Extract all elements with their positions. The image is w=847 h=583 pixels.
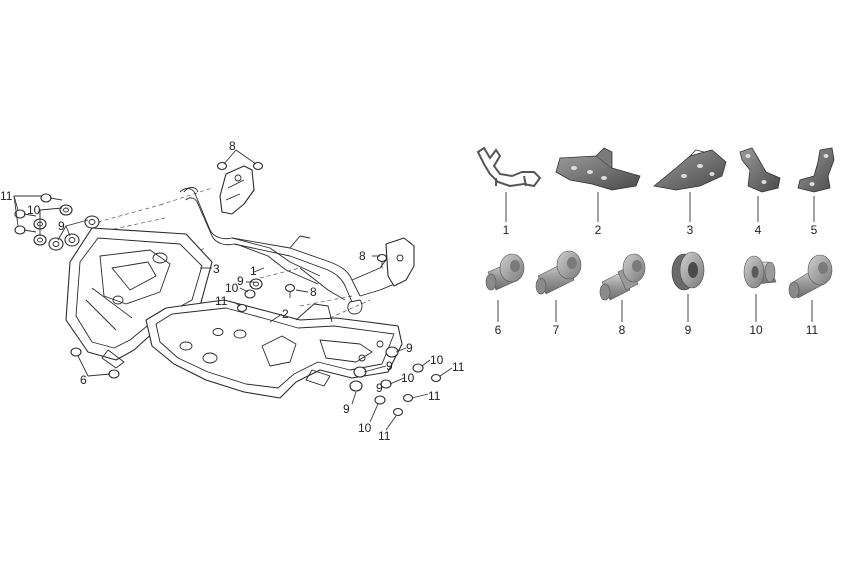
- bolt-11-r2: [402, 393, 414, 403]
- legend-label-6: 6: [495, 323, 502, 337]
- skid-plate-side-icon: [653, 149, 727, 191]
- callout-10-mid: 10: [225, 281, 239, 295]
- grommet-9-mid: [249, 278, 263, 290]
- legend-label-9: 9: [685, 323, 692, 337]
- legend-label-2: 2: [595, 223, 602, 237]
- callout-leaders: [13, 149, 453, 431]
- callout-3: 3: [213, 262, 220, 276]
- callout-11-mid: 11: [215, 294, 228, 308]
- bolt-6: [70, 347, 120, 379]
- grommet-9-left-b: [64, 233, 80, 247]
- callout-10-left: 10: [27, 203, 41, 217]
- washer-10-r3: [374, 395, 386, 405]
- mount-bracket-right-icon: [797, 147, 835, 193]
- button-head-bolt-icon: [788, 254, 833, 299]
- callout-2: 2: [282, 307, 289, 321]
- legend-label-7: 7: [553, 323, 560, 337]
- skid-plate-side: [65, 227, 213, 369]
- callout-9-left: 9: [58, 219, 65, 233]
- grommet-9-r1: [385, 346, 399, 358]
- callout-8-top: 8: [229, 139, 236, 153]
- callout-11-r2: 11: [428, 389, 441, 403]
- legend-leaders: [497, 192, 815, 322]
- callout-11-r1: 11: [452, 360, 465, 374]
- callout-10-r1: 10: [430, 353, 444, 367]
- legend-labels: 1 2 3 4 5 6 7 8 9 10 11: [495, 223, 819, 337]
- mount-bracket-left-icon: [739, 147, 781, 193]
- parts-legend: 1 2 3 4 5 6 7 8 9 10 11: [476, 146, 835, 337]
- bolt-11-r3: [392, 407, 404, 417]
- bolt-8-mid: [284, 283, 296, 298]
- callout-9-r2: 9: [386, 359, 393, 373]
- callout-9-r4: 9: [343, 402, 350, 416]
- bolt-11-left-b: [14, 209, 37, 219]
- frame-bracket-icon: [476, 146, 542, 188]
- callout-1: 1: [250, 264, 257, 278]
- grommet-9-left-a: [48, 237, 64, 251]
- callout-10-r2: 10: [401, 371, 415, 385]
- grommet-9-left-c: [84, 215, 100, 229]
- hardware-right: [349, 346, 442, 417]
- grommet-9-r3: [349, 380, 363, 392]
- washer-10-left-b: [33, 234, 47, 246]
- bolt-11-r1: [430, 373, 442, 383]
- flange-bolt-icon-6: [485, 253, 525, 291]
- legend-label-8: 8: [619, 323, 626, 337]
- callout-8-mid: 8: [310, 285, 317, 299]
- legend-label-5: 5: [811, 223, 818, 237]
- washer-10-r1: [412, 363, 424, 373]
- legend-label-10: 10: [749, 323, 763, 337]
- flange-bolt-icon-7: [535, 250, 582, 295]
- skid-plate-center: [145, 299, 403, 399]
- legend-label-11: 11: [806, 323, 819, 337]
- legend-label-3: 3: [687, 223, 694, 237]
- rubber-grommet-icon: [671, 251, 705, 291]
- legend-label-1: 1: [503, 223, 510, 237]
- shoulder-bolt-icon: [599, 253, 646, 301]
- skid-plate-center-icon: [555, 147, 641, 191]
- callout-10-r3: 10: [358, 421, 372, 435]
- callout-labels: 8 11 10 9 3 1 9 10 8 11 2 8 6 9 9 10 11 …: [0, 139, 465, 443]
- grommet-9-r2: [353, 366, 367, 378]
- callout-11-r3: 11: [378, 429, 391, 443]
- washer-10-left-c: [59, 204, 73, 216]
- callout-9-mid: 9: [237, 274, 244, 288]
- spacer-collar-icon: [743, 255, 777, 289]
- bolt-11-left-a: [40, 193, 63, 203]
- callout-6: 6: [80, 373, 87, 387]
- frame-bracket-assembly: [179, 165, 415, 315]
- legend-label-4: 4: [755, 223, 762, 237]
- callout-9-r3: 9: [376, 381, 383, 395]
- callout-9-r1: 9: [406, 341, 413, 355]
- callout-8-right: 8: [359, 249, 366, 263]
- callout-11-left: 11: [0, 189, 13, 203]
- exploded-view: 8 11 10 9 3 1 9 10 8 11 2 8 6 9 9 10 11 …: [0, 139, 465, 443]
- bolt-11-left-c: [14, 225, 37, 235]
